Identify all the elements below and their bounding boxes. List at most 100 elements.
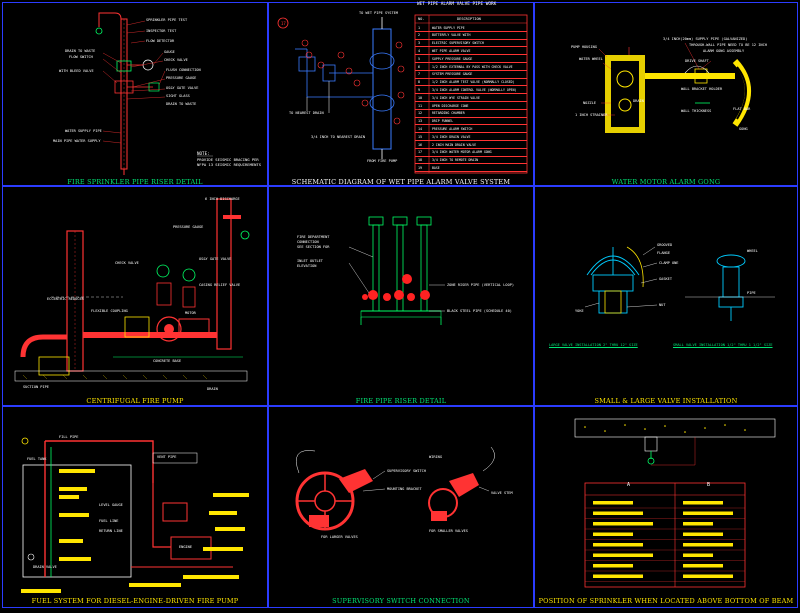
pump-label-8: SUCTION PIPE — [23, 385, 49, 389]
alarm-table-row-desc: 3/4 INCH WYE STRAIN VALVE — [432, 95, 480, 100]
gong-drawing — [598, 42, 751, 133]
pump-label-1: 6 INCH DISCHARGE — [205, 197, 240, 201]
panel-wet-pipe-alarm: 17 — [268, 2, 534, 186]
pump-label-9: MOTOR — [185, 311, 196, 315]
alarm-table-row-no: 11 — [418, 103, 423, 108]
gong-label-right-5: WALL BRACKET HOLDER — [681, 87, 723, 91]
fire-riser-note-2: CONNECTION — [297, 240, 319, 244]
beam-row-a — [593, 511, 643, 515]
alarm-table-row: 5 SUPPLY PRESSURE GAUGE — [415, 55, 527, 63]
fuel-label-2: FILL PIPE — [59, 435, 79, 439]
fire-riser-note-4: INLET OUTLET — [297, 259, 323, 263]
switch-label-5: FOR LARGER VALVES — [321, 535, 358, 539]
panel-sprinkler-beam: A B POSITION OF SPRINKLER WHEN LOCATED A… — [534, 406, 798, 608]
riser-label-right-2: INSPECTOR TEST — [146, 29, 177, 33]
beam-row-b — [683, 501, 723, 505]
alarm-table-row-desc: WATER SUPPLY PIPE — [432, 25, 465, 30]
alarm-table-row-no: 16 — [418, 142, 423, 147]
gong-label-left-2: WATER WHEEL — [579, 57, 603, 61]
beam-drawing — [574, 418, 776, 588]
valve-drawing — [584, 246, 775, 321]
beam-row-a — [593, 501, 633, 505]
pump-label-6: FLEXIBLE COUPLING — [91, 309, 128, 313]
riser-label-left-3: WITH BLEED VALVE — [59, 69, 94, 73]
beam-table-head-b: B — [707, 482, 711, 488]
fuel-label-7: DRAIN VALVE — [33, 565, 57, 569]
riser-label-right-3: FLOW DETECTOR — [146, 39, 175, 43]
alarm-table-row-desc: WET PIPE ALARM VALVE — [432, 48, 471, 53]
alarm-table-row-desc: SYSTEM PRESSURE GAUGE — [432, 72, 473, 77]
alarm-table-row-no: 7 — [418, 72, 421, 77]
alarm-table-row-no: 17 — [418, 150, 423, 155]
pump-label-11: DRAIN — [207, 387, 218, 391]
alarm-label-2: TO NEAREST DRAIN — [289, 111, 324, 115]
switch-label-6: FOR SMALLER VALVES — [429, 529, 468, 533]
pump-label-5: ECCENTRIC REDUCER — [47, 297, 84, 301]
alarm-table-row-desc: 2 INCH MAIN DRAIN VALVE — [432, 142, 477, 147]
alarm-table-row-desc: 3/4 INCH ALARM CONTROL VALVE (NORMALLY O… — [432, 87, 517, 92]
alarm-table-col-desc: DESCRIPTION — [457, 17, 481, 21]
switch-label-3: MOUNTING BRACKET — [387, 487, 422, 491]
beam-row-b — [683, 543, 733, 547]
alarm-table-row-no: 4 — [418, 48, 421, 53]
fire-riser-note-5: ELEVATION — [297, 264, 317, 268]
fuel-label-6: ENGINE — [179, 545, 192, 549]
alarm-table-row-no: 2 — [418, 33, 421, 38]
fire-riser-label: ZONE RISER PIPE (VERTICAL LOOP) — [447, 283, 515, 287]
valve-label-2: FLANGE — [657, 251, 670, 255]
valve-label-7: WHEEL — [747, 249, 758, 253]
alarm-table-row-no: 5 — [418, 56, 421, 61]
beam-table-head-a: A — [627, 482, 631, 488]
beam-row-a — [593, 522, 653, 526]
alarm-table-row-no: 1 — [418, 25, 421, 30]
beam-row-a — [593, 553, 653, 557]
alarm-table-row-no: 14 — [418, 126, 423, 131]
alarm-table-row-no: 19 — [418, 165, 423, 170]
fire-riser-note-3: SEE SECTION FOR — [297, 245, 330, 249]
alarm-label-3: FROM FIRE PUMP — [367, 159, 398, 163]
alarm-table-row: 14 PRESSURE ALARM SWITCH — [415, 125, 527, 134]
valve-label-8: PIPE — [747, 291, 756, 295]
alarm-table-row-no: 8 — [418, 80, 421, 85]
fire-riser-note-1: FIRE DEPARTMENT — [297, 235, 330, 239]
alarm-table-row-desc: PRESSURE ALARM SWITCH — [432, 126, 473, 131]
riser-label-right-4: GAUGE — [164, 50, 175, 54]
switch-label-4: VALVE STEM — [491, 491, 513, 495]
gong-label-right-3: ALARM GONG ASSEMBLY — [703, 49, 745, 53]
fire-riser-label-2: BLACK STEEL PIPE (SCHEDULE 40) — [447, 309, 512, 313]
alarm-label-1: TO WET PIPE SYSTEM — [359, 11, 398, 15]
valve-caption-small: SMALL VALVE INSTALLATION 1/2" THRU 1 1/2… — [673, 343, 773, 347]
riser-label-left-5: MAIN PIPE WATER SUPPLY — [53, 139, 101, 143]
valve-label-1: GROOVED — [657, 243, 673, 247]
gong-label-right-8: DRAIN — [633, 99, 644, 103]
alarm-table-row-desc: 3/4 INCH TO REMOTE DRAIN — [432, 158, 479, 163]
beam-row-b — [683, 532, 723, 536]
gong-label-right-6: WALL THICKNESS — [681, 109, 712, 113]
riser-label-left-2: FLOW SWITCH — [69, 55, 93, 59]
pump-label-4: OS&Y GATE VALVE — [199, 257, 232, 261]
caption-sprinkler-beam: POSITION OF SPRINKLER WHEN LOCATED ABOVE… — [538, 597, 794, 605]
panel-alarm-gong: PUMP HOUSING WATER WHEEL NOZZLE 1 INCH S… — [534, 2, 798, 186]
caption-alarm-gong: WATER MOTOR ALARM GONG — [611, 178, 721, 186]
alarm-table-row-desc: SUPPLY PRESSURE GAUGE — [432, 56, 473, 61]
beam-row-a — [593, 564, 633, 568]
beam-row-b — [683, 522, 713, 526]
alarm-table-row-desc: 3/4 INCH WATER MOTOR ALARM GONG — [432, 150, 492, 155]
alarm-table-row: 1 WATER SUPPLY PIPE — [415, 24, 527, 32]
fuel-label-3: VENT PIPE — [157, 455, 177, 459]
alarm-table-row-no: 15 — [418, 134, 423, 139]
alarm-table-row-desc: DRIP FUNNEL — [432, 119, 454, 124]
gong-label-left-1: PUMP HOUSING — [571, 45, 597, 49]
alarm-table-row: 7 SYSTEM PRESSURE GAUGE — [415, 71, 527, 79]
